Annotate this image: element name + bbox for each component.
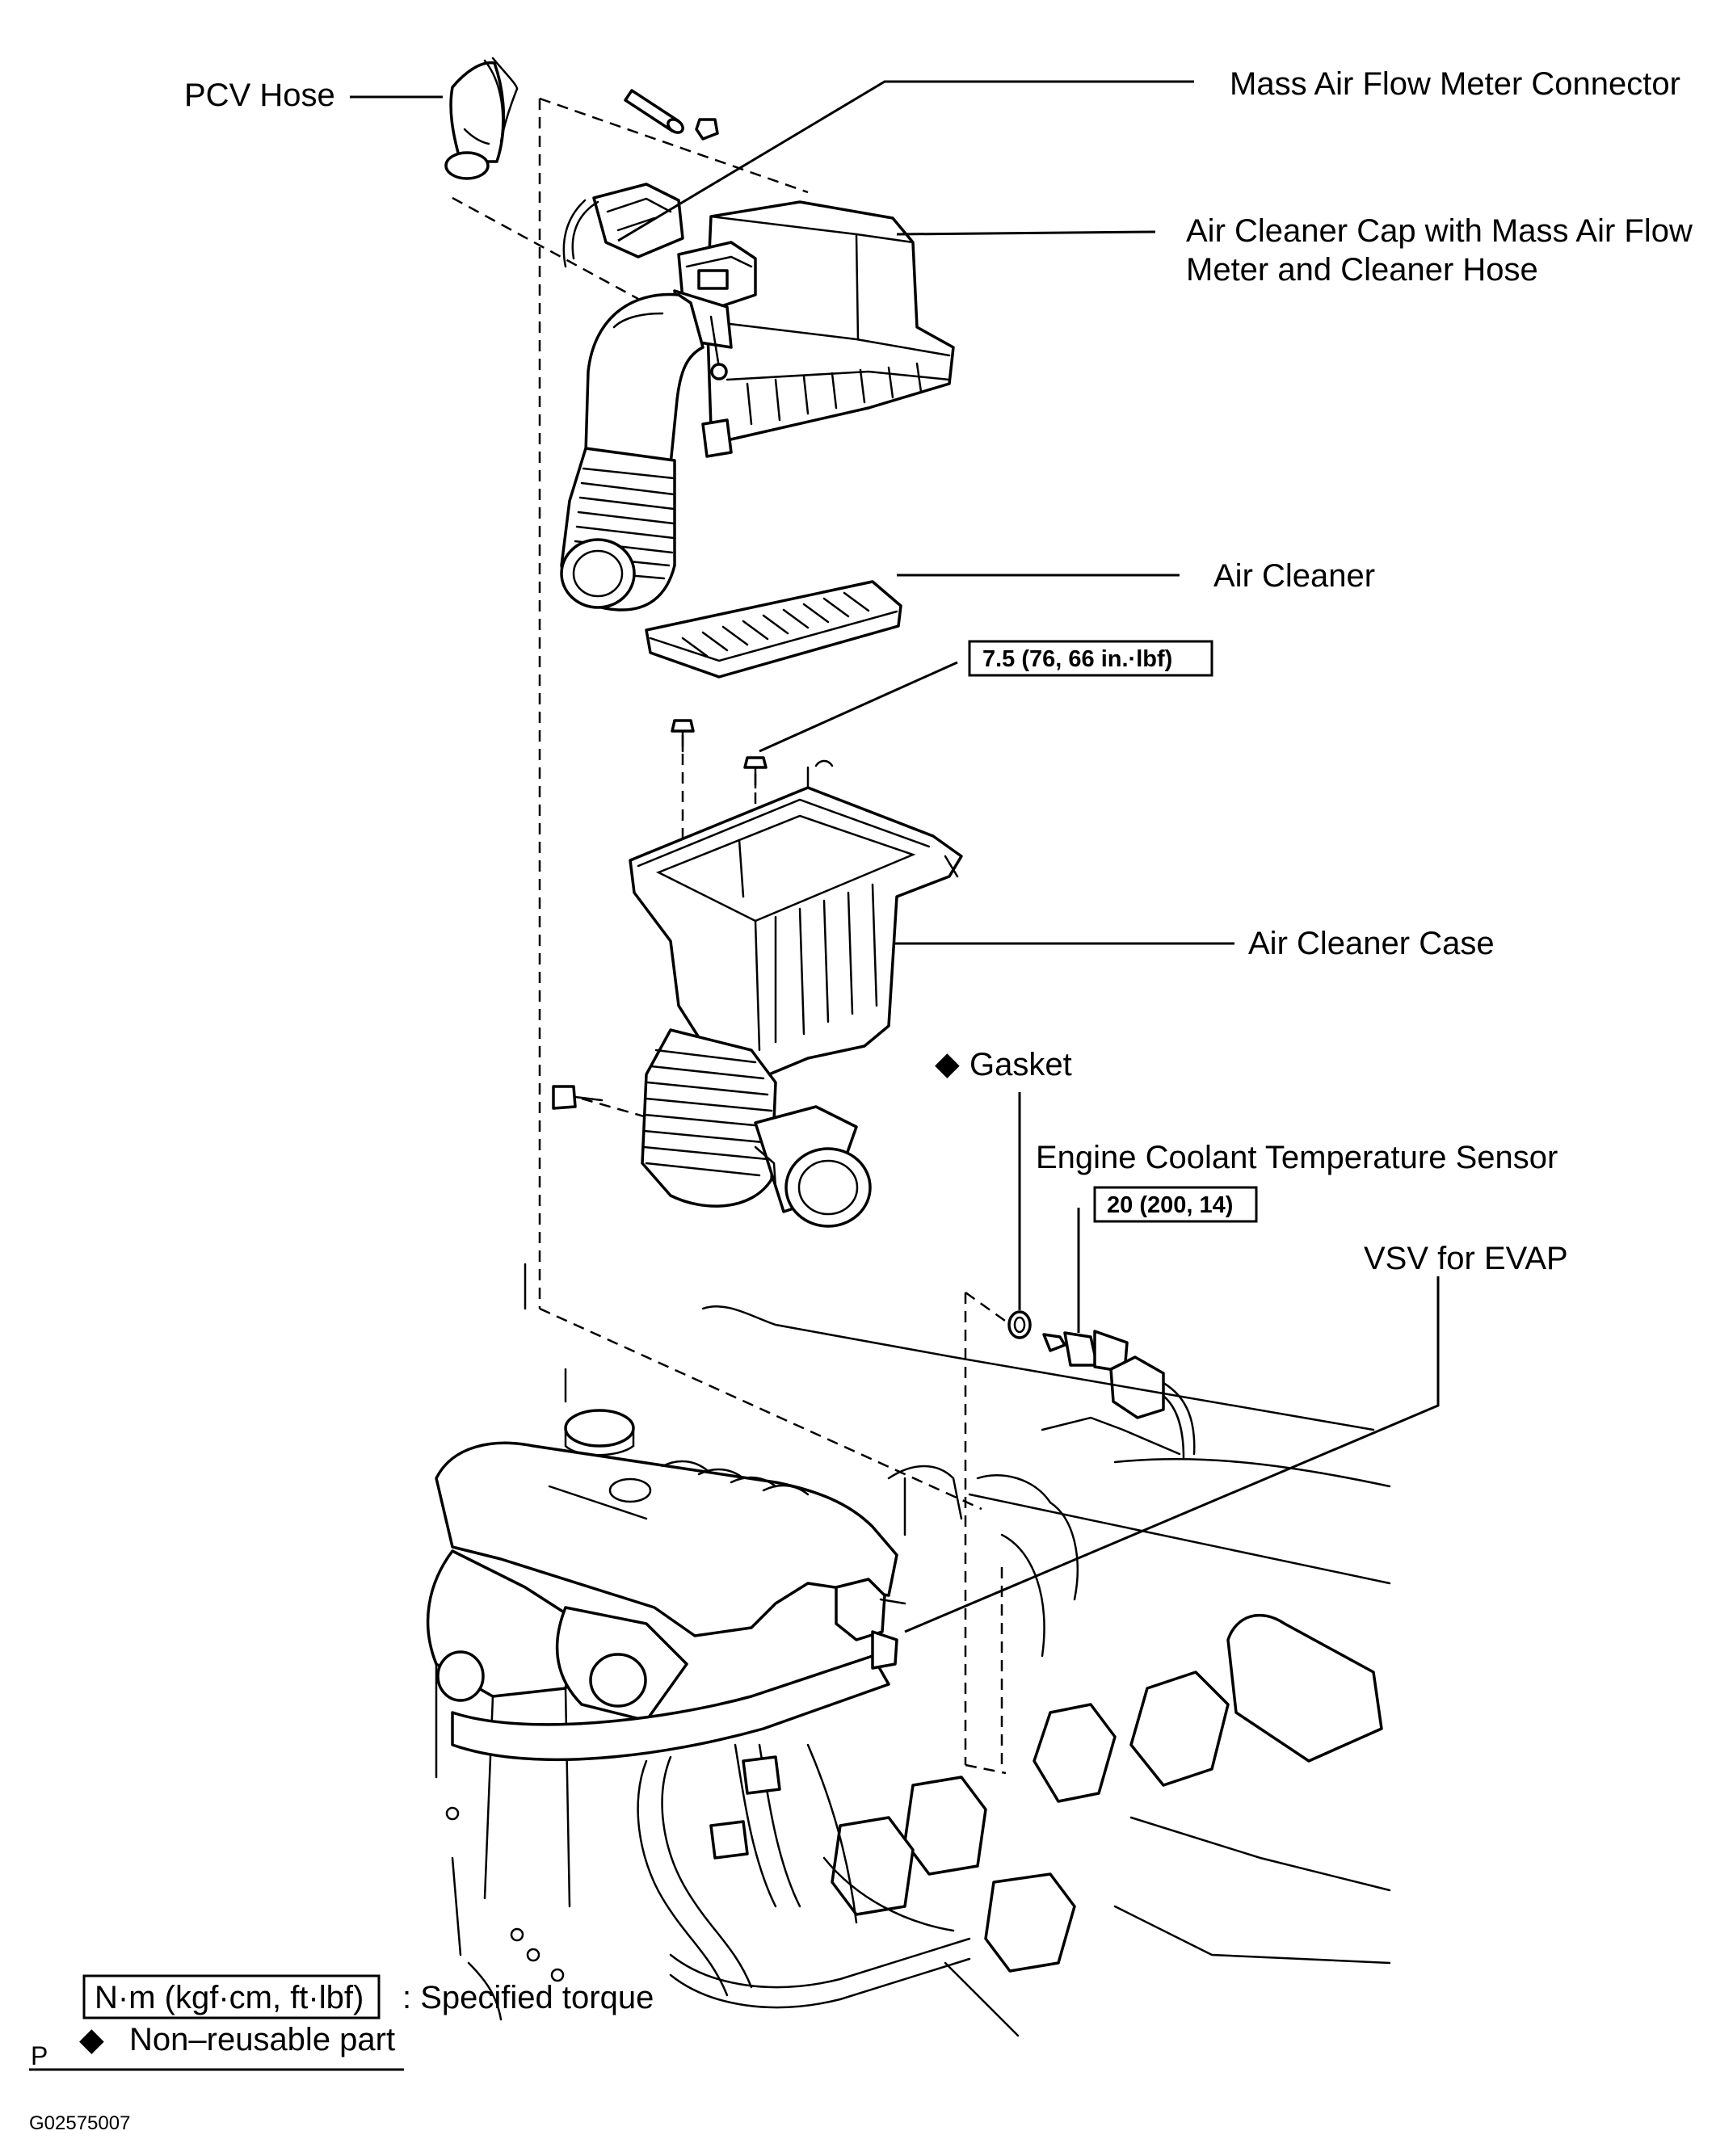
callout-labels: PCV Hose Mass Air Flow Meter Connector A… (184, 66, 1693, 1276)
air-cleaner-case-drawing (629, 759, 963, 1228)
legend-torque-desc: : Specified torque (402, 1980, 654, 2015)
nonreusable-icon: ◆ (79, 2022, 104, 2057)
gasket-drawing (1007, 1310, 1032, 1339)
label-air-cleaner-cap-line2: Meter and Cleaner Hose (1186, 252, 1538, 288)
air-cleaner-element-drawing (645, 580, 902, 679)
torque-spec-ect-sensor: 20 (200, 14) (1093, 1186, 1258, 1223)
legend-torque-unit: N·m (kgf·cm, ft·lbf) (95, 1980, 364, 2015)
legend: N·m (kgf·cm, ft·lbf) : Specified torque … (29, 1974, 654, 2071)
leader-lines (350, 80, 1440, 1633)
air-cleaner-cap-drawing (560, 200, 955, 611)
alignment-lines (452, 97, 1023, 1775)
label-air-cleaner-cap-line1: Air Cleaner Cap with Mass Air Flow (1186, 213, 1693, 249)
ect-connector-drawing (1109, 1355, 1196, 1460)
case-bolts-drawing (552, 719, 768, 1110)
label-gasket: Gasket (969, 1047, 1072, 1082)
torque-value-case-bolt: 7.5 (76, 66 in.·lbf) (982, 646, 1172, 672)
page-marker: P (31, 2041, 48, 2070)
small-hose-drawing (624, 89, 719, 141)
engine-drawing (426, 1263, 1391, 2037)
figure-code: G02575007 (29, 2112, 130, 2134)
torque-value-ect-sensor: 20 (200, 14) (1107, 1192, 1233, 1218)
label-ect-sensor: Engine Coolant Temperature Sensor (1036, 1140, 1558, 1175)
maf-connector-drawing (562, 183, 684, 268)
gasket-nonreusable-icon: ◆ (935, 1046, 960, 1082)
label-air-cleaner: Air Cleaner (1213, 558, 1375, 594)
label-pcv-hose: PCV Hose (184, 78, 335, 113)
label-vsv-evap: VSV for EVAP (1364, 1241, 1568, 1276)
pcv-hose-drawing (444, 57, 519, 180)
legend-nonreusable-desc: Non–reusable part (129, 2022, 395, 2057)
label-maf-connector: Mass Air Flow Meter Connector (1230, 66, 1680, 102)
torque-spec-case-bolt: 7.5 (76, 66 in.·lbf) (968, 640, 1213, 677)
label-air-cleaner-case: Air Cleaner Case (1248, 926, 1495, 961)
ect-sensor-drawing (1042, 1330, 1129, 1373)
